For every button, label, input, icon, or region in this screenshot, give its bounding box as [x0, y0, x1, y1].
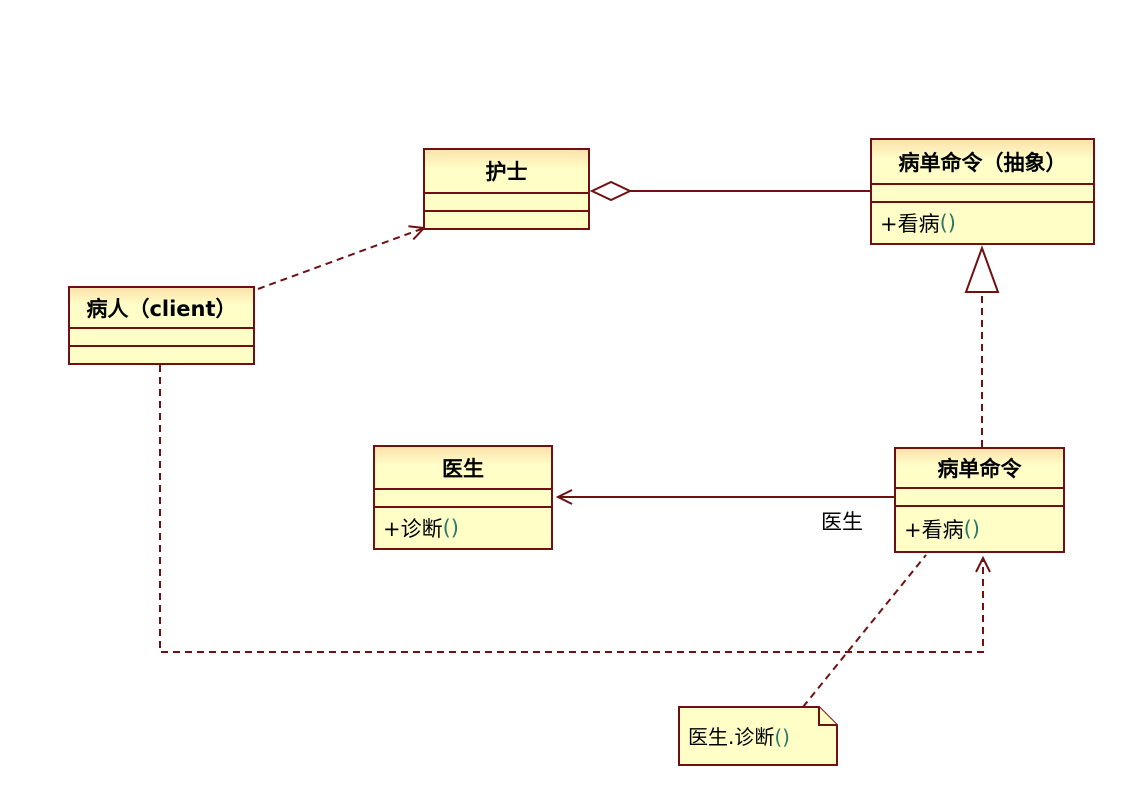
class-title: 病单命令 — [896, 449, 1063, 487]
operations-compartment: +看病() — [872, 201, 1093, 243]
note-text-body: 医生.诊断 — [688, 725, 775, 749]
class-title: 病人（client） — [70, 288, 253, 327]
operations-compartment — [70, 345, 253, 363]
class-node-doctor: 医生 +诊断() — [373, 445, 553, 550]
class-node-nurse: 护士 — [423, 148, 590, 230]
note-anchor-edge — [802, 554, 927, 708]
operations-compartment: +诊断() — [375, 506, 551, 548]
class-node-command: 病单命令 +看病() — [894, 447, 1065, 553]
aggregation-edge-nurse-abstractcommand — [589, 180, 870, 202]
class-node-patient: 病人（client） — [68, 286, 255, 365]
aggregation-diamond-icon — [589, 180, 633, 202]
attributes-compartment — [375, 488, 551, 506]
realization-edge-command-abstractcommand — [964, 245, 1000, 447]
generalization-triangle-icon — [964, 245, 1000, 293]
class-node-abstract-command: 病单命令（抽象） +看病() — [870, 138, 1095, 245]
note-fold-icon — [818, 707, 837, 726]
class-title: 医生 — [375, 447, 551, 488]
operation-parens: () — [939, 211, 956, 235]
note-text-parens: () — [774, 725, 790, 749]
operations-compartment: +看病() — [896, 505, 1063, 551]
attributes-compartment — [70, 327, 253, 345]
class-title: 病单命令（抽象） — [872, 140, 1093, 183]
association-role-label: 医生 — [821, 510, 863, 534]
operations-compartment — [425, 210, 588, 228]
class-title: 护士 — [425, 150, 588, 192]
operation-parens: () — [963, 517, 980, 541]
operation-label: +诊断 — [383, 517, 443, 541]
operation-label: +看病 — [904, 518, 964, 542]
attributes-compartment — [425, 192, 588, 210]
attributes-compartment — [896, 487, 1063, 505]
dependency-edge-patient-nurse — [257, 225, 427, 290]
operation-parens: () — [442, 516, 459, 540]
note-text: 医生.诊断() — [688, 721, 790, 750]
attributes-compartment — [872, 183, 1093, 201]
operation-label: +看病 — [880, 212, 940, 236]
